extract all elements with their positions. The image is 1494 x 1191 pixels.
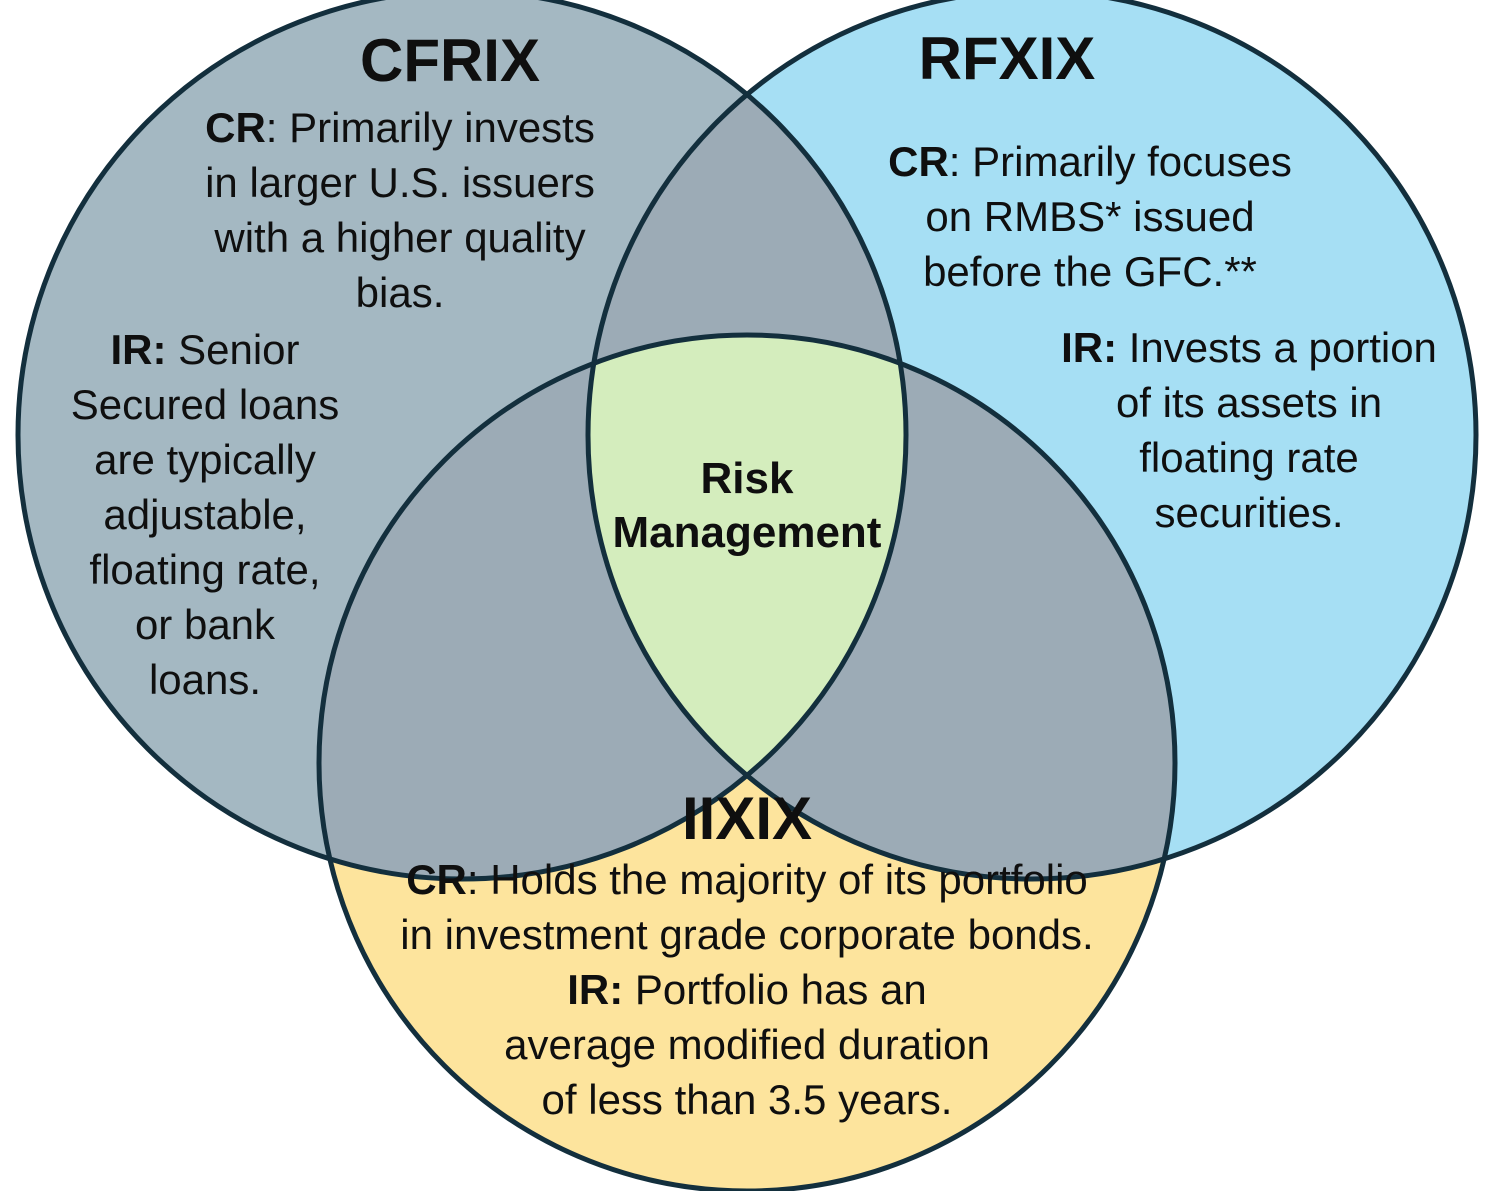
rfxix-cr-prefix: CR <box>888 138 949 185</box>
cfrix-cr-prefix: CR <box>205 104 266 151</box>
iixix-body-text: CR: Holds the majority of its portfolio … <box>400 856 1094 1123</box>
center-region <box>588 335 906 879</box>
iixix-title: IIXIX <box>681 785 813 852</box>
cfrix-outline <box>15 0 909 882</box>
cfrix-ir-text: IR: Senior Secured loans are typically a… <box>70 326 340 703</box>
cfrix-ir-prefix: IR: <box>110 326 167 373</box>
cfrix-cr-text: CR: Primarily invests in larger U.S. iss… <box>205 104 595 316</box>
center-label: Risk Management <box>612 454 882 557</box>
iixix-cr-prefix: CR <box>406 856 467 903</box>
rfxix-outline <box>585 0 1479 882</box>
rfxix-title: RFXIX <box>918 25 1096 92</box>
rfxix-cr-text: CR: Primarily focuses on RMBS* issued be… <box>888 138 1292 295</box>
iixix-outline <box>316 332 1178 1191</box>
cfrix-title: CFRIX <box>360 27 540 94</box>
rfxix-ir-prefix: IR: <box>1061 324 1118 371</box>
iixix-ir-prefix: IR: <box>567 966 624 1013</box>
rfxix-ir-text: IR: Invests a portion of its assets in f… <box>1061 324 1437 536</box>
